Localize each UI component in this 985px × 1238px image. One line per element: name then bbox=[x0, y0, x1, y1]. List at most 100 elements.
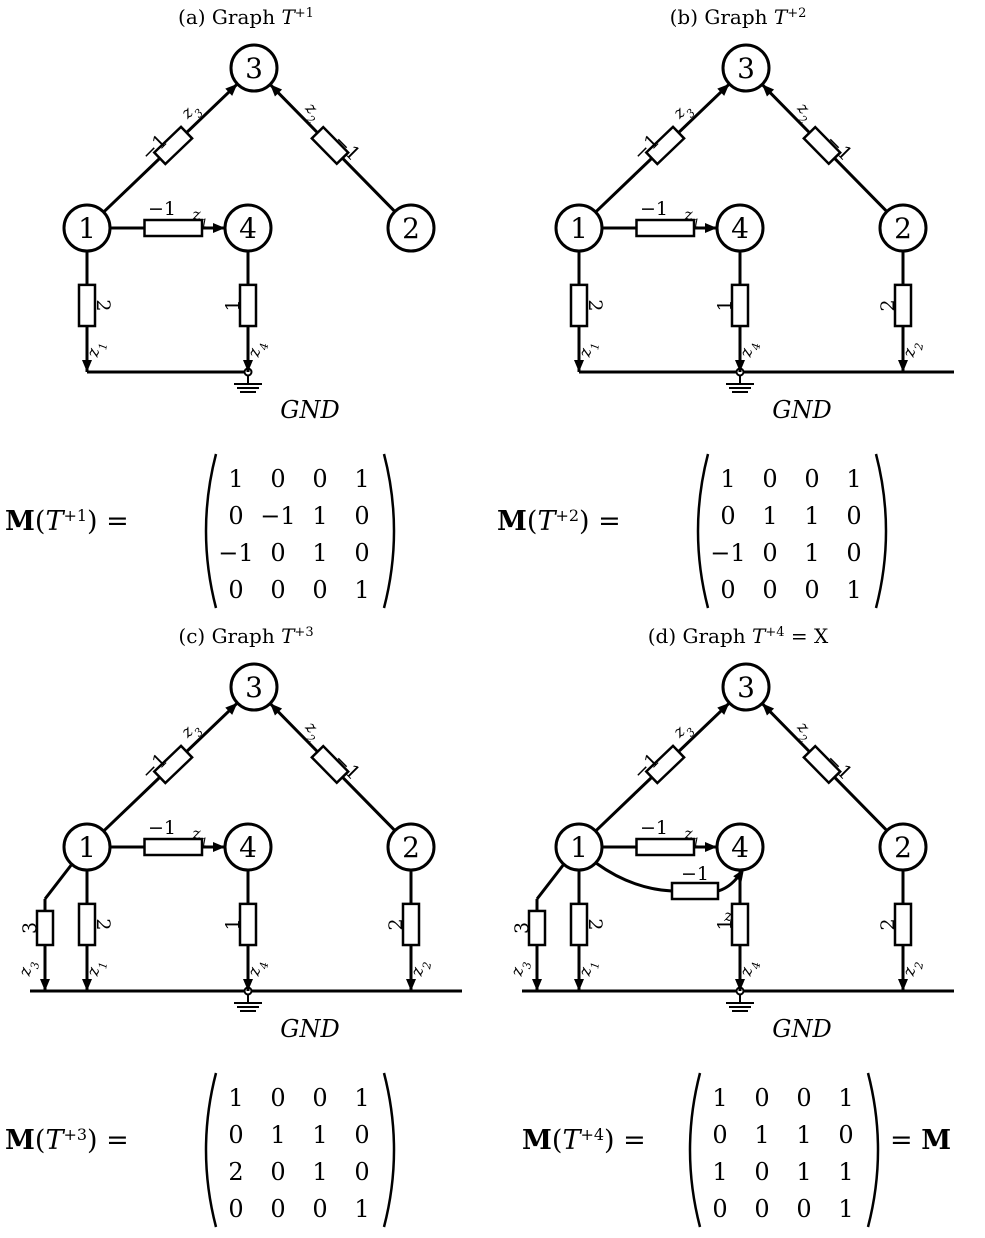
matrix-cell: 1 bbox=[354, 465, 369, 493]
edge-1-3: −1z3 bbox=[594, 82, 731, 214]
matrix-left-bracket bbox=[688, 1072, 702, 1228]
edge-2-gnd-arrowhead bbox=[406, 979, 416, 991]
matrix-cell: 0 bbox=[228, 502, 243, 530]
edge-2-3: −1z2 bbox=[761, 702, 888, 832]
edge-4-gnd-arrowhead bbox=[735, 979, 745, 991]
node-circle bbox=[878, 822, 928, 872]
node-1: 1 bbox=[62, 203, 112, 253]
matrix-cell: 1 bbox=[838, 1158, 853, 1186]
matrix-right-bracket bbox=[382, 1072, 396, 1228]
matrix-cell: 0 bbox=[846, 502, 861, 530]
edge-1-4-resistor bbox=[635, 837, 696, 857]
node-circle bbox=[715, 203, 765, 253]
matrix-cell: 0 bbox=[720, 502, 735, 530]
edge-weight: 2 bbox=[385, 918, 407, 930]
edge-weight: 2 bbox=[584, 918, 606, 930]
matrix-cell: 2 bbox=[228, 1158, 243, 1186]
edge-1-3-wire-in bbox=[102, 157, 161, 214]
matrix-cell: 1 bbox=[720, 465, 735, 493]
edge-1-3-resistor bbox=[152, 125, 194, 166]
edge-z-label: z2 bbox=[899, 959, 926, 979]
node-circle bbox=[229, 662, 279, 712]
matrix-cell: 0 bbox=[270, 1195, 285, 1223]
matrix-cell: 0 bbox=[754, 1158, 769, 1186]
edge-4-gnd: 1z4 bbox=[222, 251, 271, 372]
node-label: 2 bbox=[402, 831, 420, 864]
edge-1-4-arrowhead bbox=[705, 223, 717, 233]
node-circle bbox=[554, 822, 604, 872]
edge-2-3-resistor bbox=[310, 744, 350, 785]
edge-weight: −1 bbox=[148, 198, 176, 220]
edge-z-label: z4 bbox=[736, 959, 763, 979]
matrix-cell: 1 bbox=[228, 1084, 243, 1112]
edge-2-gnd: 2z2 bbox=[877, 251, 926, 372]
edge-4-gnd-resistor bbox=[238, 283, 258, 328]
edge-1-gnd-arrowhead bbox=[82, 979, 92, 991]
edge-4-gnd: 1z4 bbox=[714, 870, 763, 991]
edge-2-3-resistor bbox=[802, 744, 842, 785]
matrix-cell: 0 bbox=[270, 576, 285, 604]
curve-resistor bbox=[670, 881, 720, 901]
edge-1-gnd-arrowhead bbox=[40, 979, 50, 991]
edge-weight: −1 bbox=[640, 198, 668, 220]
matrix-cell: 1 bbox=[312, 539, 327, 567]
node-1: 1 bbox=[554, 822, 604, 872]
split-wire bbox=[535, 863, 566, 900]
matrix-cell: 1 bbox=[796, 1158, 811, 1186]
edge-2-gnd: 2z2 bbox=[877, 870, 926, 991]
edge-weight: −1 bbox=[640, 817, 668, 839]
matrix-right-bracket bbox=[866, 1072, 880, 1228]
panel-caption: (a) Graph T+1 bbox=[178, 5, 314, 29]
edge-z-label: z2 bbox=[789, 98, 818, 127]
edge-z-label: z2 bbox=[899, 340, 926, 360]
edge-1-3-arrowhead bbox=[717, 83, 730, 96]
matrix-cell: 0 bbox=[762, 465, 777, 493]
matrix-suffix: = M bbox=[890, 1125, 951, 1156]
edge-weight: 2 bbox=[92, 299, 114, 311]
edge-z-label: z2 bbox=[789, 717, 818, 746]
matrix-cell: 1 bbox=[312, 1158, 327, 1186]
matrix-cell: 1 bbox=[312, 502, 327, 530]
node-3: 3 bbox=[721, 662, 771, 712]
edge-2-3-wire-in bbox=[833, 776, 888, 832]
matrix-right-bracket bbox=[382, 453, 396, 609]
edge-1-4-resistor bbox=[143, 218, 204, 238]
edge-z-label: z1 bbox=[83, 340, 110, 360]
matrix-cell: 0 bbox=[228, 1195, 243, 1223]
matrix-cell: 1 bbox=[270, 1121, 285, 1149]
matrix-cell: 1 bbox=[846, 576, 861, 604]
ground-label: GND bbox=[772, 396, 831, 424]
matrix-cell: 0 bbox=[754, 1195, 769, 1223]
matrix-left-bracket bbox=[204, 1072, 218, 1228]
edge-1-3-resistor bbox=[644, 744, 686, 785]
matrix-cell: 1 bbox=[312, 1121, 327, 1149]
matrix-cell: 0 bbox=[312, 1195, 327, 1223]
edge-1-3-arrowhead bbox=[225, 83, 238, 96]
edge-1-3: −1z3 bbox=[102, 82, 239, 214]
matrix-cell: 0 bbox=[228, 1121, 243, 1149]
node-4: 4 bbox=[223, 203, 273, 253]
edge-1-gnd: 2z1 bbox=[569, 870, 606, 991]
node-3: 3 bbox=[229, 662, 279, 712]
node-1: 1 bbox=[554, 203, 604, 253]
node-label: 4 bbox=[239, 212, 257, 245]
ground-label: GND bbox=[280, 1015, 339, 1043]
edge-z-label: z1 bbox=[191, 205, 207, 230]
edge-2-3-resistor bbox=[802, 125, 842, 166]
matrix-cell: 0 bbox=[270, 1084, 285, 1112]
node-circle bbox=[721, 662, 771, 712]
node-label: 3 bbox=[245, 671, 263, 704]
node-3: 3 bbox=[721, 43, 771, 93]
edge-4-gnd-resistor bbox=[730, 902, 750, 947]
matrix-cell: 0 bbox=[838, 1121, 853, 1149]
edge-1-gnd: 3z3 bbox=[15, 863, 74, 991]
node-4: 4 bbox=[715, 203, 765, 253]
edge-z-label: z1 bbox=[83, 959, 110, 979]
